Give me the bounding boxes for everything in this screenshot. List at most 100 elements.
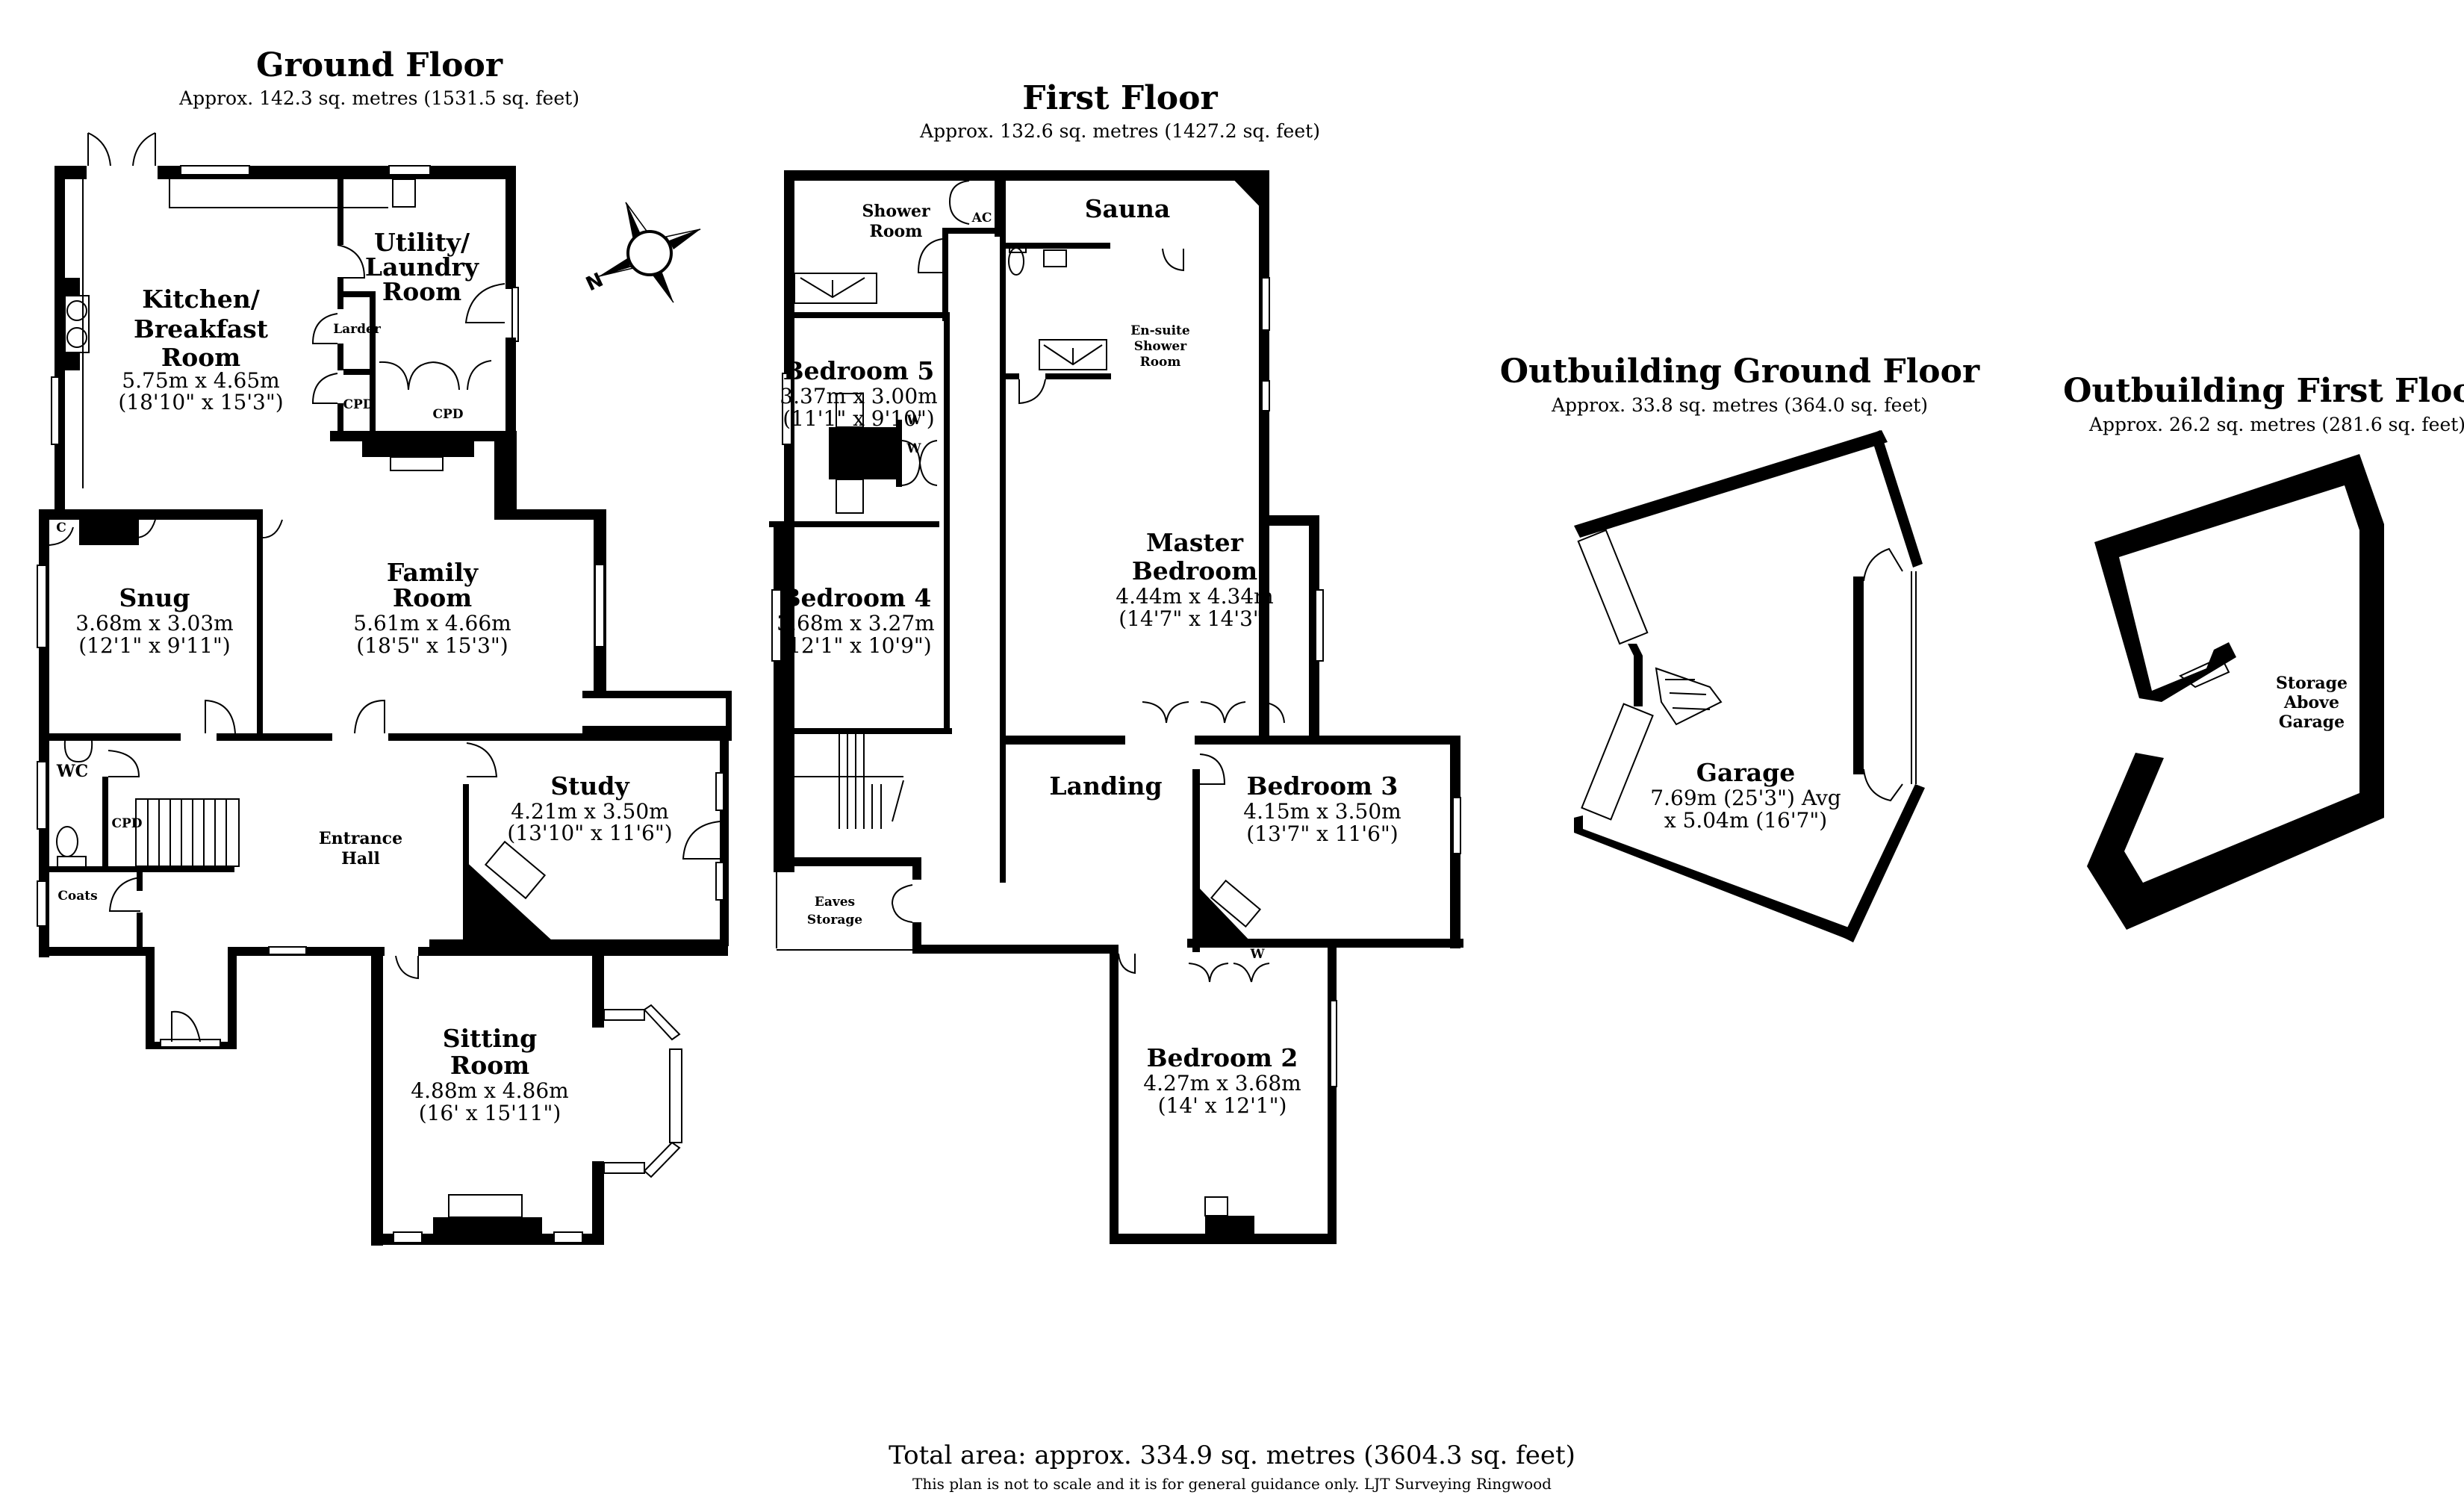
bed5-dim-ft: (11'1" x 9'10")	[783, 406, 934, 431]
outbuilding-first-title: Outbuilding First Floor	[2063, 372, 2464, 410]
bed4-dim-ft: (12'1" x 10'9")	[780, 633, 931, 658]
snug-dim-ft: (12'1" x 9'11")	[78, 633, 230, 658]
kitchen-name-3: Room	[161, 343, 240, 372]
kitchen-dim-m: 5.75m x 4.65m	[122, 368, 279, 393]
study-dim-m: 4.21m x 3.50m	[511, 799, 668, 824]
hall-name-2: Hall	[341, 849, 380, 868]
sauna-label[interactable]: Sauna	[1085, 194, 1171, 223]
kitchen-dim-ft: (18'10" x 15'3")	[118, 390, 283, 414]
kitchen-name-1: Kitchen/	[142, 285, 261, 314]
room-garage[interactable]: Garage 7.69m (25'3") Avg x 5.04m (16'7")	[1650, 758, 1841, 833]
family-dim-ft: (18'5" x 15'3")	[356, 633, 508, 658]
ground-floor-title: Ground Floor	[256, 46, 503, 84]
sitting-name-2: Room	[450, 1051, 529, 1080]
outbuilding-ground-plan	[1574, 430, 1925, 942]
room-utility[interactable]: Utility/ Laundry Room	[365, 228, 479, 306]
master-dim-ft: (14'7" x 14'3")	[1119, 606, 1270, 631]
room-kitchen[interactable]: Kitchen/ Breakfast Room 5.75m x 4.65m (1…	[118, 285, 283, 414]
landing-label[interactable]: Landing	[1049, 771, 1162, 801]
sitting-dim-m: 4.88m x 4.86m	[411, 1078, 568, 1103]
room-sitting[interactable]: Sitting Room 4.88m x 4.86m (16' x 15'11"…	[411, 1024, 568, 1125]
garage-name: Garage	[1696, 758, 1795, 787]
compass-rose-icon: N	[582, 202, 701, 303]
ensuite-name-3: Room	[1140, 355, 1181, 370]
bed2-dim-m: 4.27m x 3.68m	[1143, 1071, 1301, 1096]
room-storage-above-garage[interactable]: Storage Above Garage	[2276, 674, 2348, 732]
bed4-name: Bedroom 4	[780, 583, 932, 612]
garage-dim-2: x 5.04m (16'7")	[1664, 808, 1827, 833]
ground-floor-area: Approx. 142.3 sq. metres (1531.5 sq. fee…	[178, 87, 579, 109]
ensuite-name-1: En-suite	[1130, 323, 1190, 338]
bed2-name: Bedroom 2	[1147, 1043, 1298, 1072]
outbuilding-first-plan	[2087, 454, 2384, 930]
study-dim-ft: (13'10" x 11'6")	[507, 821, 672, 845]
sitting-name-1: Sitting	[443, 1024, 537, 1053]
bed3-dim-ft: (13'7" x 11'6")	[1246, 821, 1398, 846]
room-shower[interactable]: Shower Room	[862, 202, 930, 241]
bed5-name: Bedroom 5	[783, 356, 935, 385]
snug-dim-m: 3.68m x 3.03m	[75, 611, 233, 635]
hall-cpd-label: CPD	[111, 816, 142, 831]
outbuilding-first-area: Approx. 26.2 sq. metres (281.6 sq. feet)	[2088, 414, 2464, 435]
utility-name-2: Laundry	[365, 252, 479, 282]
bay-window	[603, 1004, 682, 1178]
ensuite-name-2: Shower	[1134, 339, 1187, 354]
room-bedroom-5[interactable]: Bedroom 5 3.37m x 3.00m (11'1" x 9'10")	[780, 356, 937, 431]
study-name: Study	[550, 771, 629, 801]
bed2-wardrobe-label: W	[1249, 947, 1265, 962]
disclaimer: This plan is not to scale and it is for …	[912, 1475, 1552, 1493]
outbuilding-ground-area: Approx. 33.8 sq. metres (364.0 sq. feet)	[1551, 394, 1928, 416]
room-entrance-hall[interactable]: Entrance Hall	[319, 829, 402, 868]
room-eaves-storage[interactable]: Eaves Storage	[807, 895, 862, 927]
master-dim-m: 4.44m x 4.34m	[1116, 584, 1273, 609]
room-study[interactable]: Study 4.21m x 3.50m (13'10" x 11'6")	[507, 771, 672, 845]
wc-label: WC	[56, 762, 88, 781]
family-dim-m: 5.61m x 4.66m	[353, 611, 511, 635]
bed5-dim-m: 3.37m x 3.00m	[780, 384, 937, 408]
room-family[interactable]: Family Room 5.61m x 4.66m (18'5" x 15'3"…	[353, 558, 511, 658]
storage-name-1: Storage	[2276, 674, 2348, 693]
bed2-dim-ft: (14' x 12'1")	[1158, 1093, 1287, 1118]
room-bedroom-4[interactable]: Bedroom 4 3.68m x 3.27m (12'1" x 10'9")	[777, 583, 934, 658]
first-floor-staircase	[784, 734, 904, 829]
room-snug[interactable]: Snug 3.68m x 3.03m (12'1" x 9'11")	[75, 583, 233, 658]
storage-name-2: Above	[2283, 693, 2339, 712]
ac-cupboard-label[interactable]: AC	[971, 211, 992, 226]
master-name-2: Bedroom	[1132, 556, 1257, 585]
kitchen-name-2: Breakfast	[134, 314, 269, 344]
cupboard-c-label: C	[56, 520, 66, 535]
bed3-dim-m: 4.15m x 3.50m	[1243, 799, 1401, 824]
room-bedroom-2[interactable]: Bedroom 2 4.27m x 3.68m (14' x 12'1")	[1143, 1043, 1301, 1118]
eaves-name-2: Storage	[807, 913, 862, 927]
bed5-wardrobe-label: W	[906, 413, 921, 428]
family-name-2: Room	[393, 583, 472, 612]
first-floor-title: First Floor	[1022, 79, 1218, 117]
utility-cpd-label[interactable]: CPD	[432, 407, 463, 422]
room-ensuite[interactable]: En-suite Shower Room	[1130, 323, 1190, 370]
shower-name-1: Shower	[862, 202, 930, 221]
total-area: Total area: approx. 334.9 sq. metres (36…	[889, 1441, 1575, 1470]
larder-label[interactable]: Larder	[333, 322, 382, 337]
room-bedroom-3[interactable]: Bedroom 3 4.15m x 3.50m (13'7" x 11'6")	[1243, 771, 1401, 846]
eaves-name-1: Eaves	[815, 895, 855, 910]
bed4-dim-m: 3.68m x 3.27m	[777, 611, 934, 635]
utility-name-3: Room	[382, 277, 461, 306]
bed4-wardrobe-label: W	[906, 441, 921, 456]
bed3-name: Bedroom 3	[1247, 771, 1399, 801]
family-name-1: Family	[387, 558, 479, 587]
kitchen-cpd-label[interactable]: CPD	[343, 397, 373, 412]
garage-dim-1: 7.69m (25'3") Avg	[1650, 786, 1841, 810]
first-floor-plan: W W W	[769, 170, 1463, 1244]
master-name-1: Master	[1146, 528, 1244, 557]
first-floor-area: Approx. 132.6 sq. metres (1427.2 sq. fee…	[919, 120, 1320, 142]
shower-name-2: Room	[870, 222, 923, 241]
storage-name-3: Garage	[2279, 712, 2345, 732]
room-master-bedroom[interactable]: Master Bedroom 4.44m x 4.34m (14'7" x 14…	[1116, 528, 1273, 631]
utility-name-1: Utility/	[374, 228, 470, 257]
hall-name-1: Entrance	[319, 829, 402, 848]
compass-north-label: N	[582, 269, 606, 296]
staircase	[135, 798, 240, 867]
ground-floor-plan: C WC CPD	[37, 132, 732, 1246]
sitting-dim-ft: (16' x 15'11")	[419, 1101, 561, 1125]
coats-label: Coats	[57, 889, 97, 904]
